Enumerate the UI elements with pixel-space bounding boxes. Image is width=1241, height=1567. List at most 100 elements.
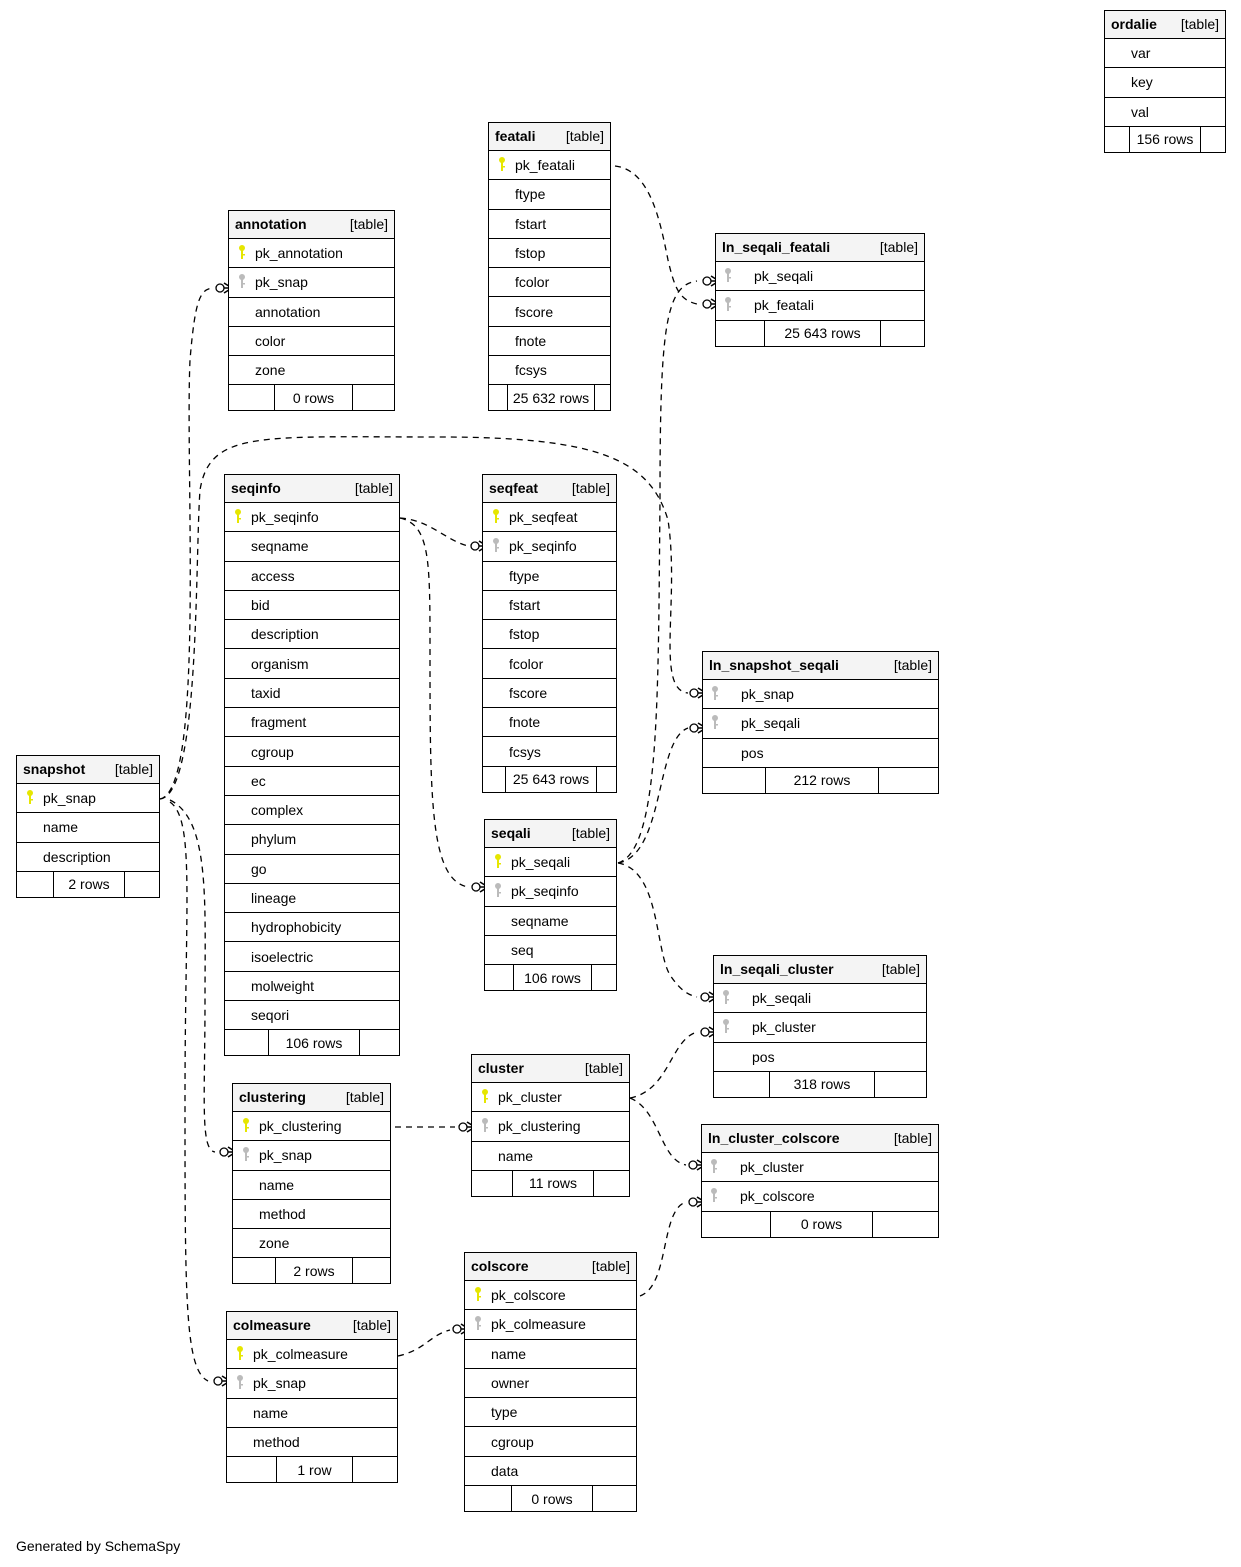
column-row[interactable]: name xyxy=(233,1171,390,1200)
column-row[interactable]: hydrophobicity xyxy=(225,913,399,943)
column-row[interactable]: fscore xyxy=(489,297,610,327)
column-row[interactable]: pk_featali xyxy=(489,151,610,181)
table-footer: 25 632 rows xyxy=(489,385,610,411)
column-row[interactable]: val xyxy=(1105,98,1225,127)
column-name: go xyxy=(251,860,267,877)
column-row[interactable]: pos xyxy=(703,739,938,768)
column-row[interactable]: seqname xyxy=(225,532,399,562)
column-row[interactable]: pk_seqinfo xyxy=(483,532,616,562)
column-row[interactable]: seqori xyxy=(225,1001,399,1031)
column-row[interactable]: organism xyxy=(225,649,399,679)
column-row[interactable]: pk_seqali xyxy=(714,984,926,1014)
column-row[interactable]: fnote xyxy=(489,327,610,357)
column-row[interactable]: fstop xyxy=(483,620,616,650)
column-row[interactable]: complex xyxy=(225,796,399,826)
column-row[interactable]: name xyxy=(472,1142,629,1171)
column-row[interactable]: pk_colscore xyxy=(465,1281,636,1311)
column-row[interactable]: key xyxy=(1105,68,1225,98)
column-row[interactable]: data xyxy=(465,1457,636,1487)
column-row[interactable]: pk_snap xyxy=(227,1369,397,1399)
column-row[interactable]: phylum xyxy=(225,825,399,855)
foreign-key-icon xyxy=(722,989,730,1008)
column-row[interactable]: fragment xyxy=(225,708,399,738)
column-row[interactable]: pk_cluster xyxy=(472,1083,629,1113)
column-row[interactable]: fscore xyxy=(483,679,616,709)
column-row[interactable]: pk_snap xyxy=(17,784,159,814)
column-row[interactable]: go xyxy=(225,855,399,884)
column-row[interactable]: fcolor xyxy=(489,268,610,298)
column-row[interactable]: ftype xyxy=(483,562,616,591)
column-row[interactable]: zone xyxy=(233,1229,390,1259)
column-row[interactable]: color xyxy=(229,327,394,357)
column-row[interactable]: fstart xyxy=(483,591,616,621)
column-row[interactable]: pk_colscore xyxy=(702,1182,938,1212)
column-row[interactable]: seq xyxy=(485,936,616,966)
column-row[interactable]: taxid xyxy=(225,679,399,709)
column-row[interactable]: pk_snap xyxy=(703,680,938,710)
column-row[interactable]: pk_colmeasure xyxy=(227,1340,397,1370)
column-row[interactable]: cgroup xyxy=(225,737,399,767)
column-row[interactable]: pk_annotation xyxy=(229,239,394,269)
column-row[interactable]: name xyxy=(227,1399,397,1428)
column-row[interactable]: seqname xyxy=(485,907,616,936)
column-row[interactable]: lineage xyxy=(225,884,399,914)
column-row[interactable]: ftype xyxy=(489,180,610,210)
table-type-label: [table] xyxy=(893,1129,932,1146)
column-row[interactable]: pk_cluster xyxy=(714,1013,926,1043)
column-row[interactable]: isoelectric xyxy=(225,942,399,972)
column-row[interactable]: pk_seqinfo xyxy=(225,503,399,533)
column-row[interactable]: type xyxy=(465,1398,636,1428)
column-row[interactable]: method xyxy=(227,1428,397,1458)
column-row[interactable]: cgroup xyxy=(465,1427,636,1457)
column-row[interactable]: pk_clustering xyxy=(233,1112,390,1142)
column-row[interactable]: fnote xyxy=(483,708,616,738)
column-row[interactable]: ec xyxy=(225,767,399,796)
generated-by-label: Generated by SchemaSpy xyxy=(16,1538,181,1554)
column-row[interactable]: pk_seqali xyxy=(703,709,938,739)
column-row[interactable]: pk_featali xyxy=(716,291,924,321)
column-row[interactable]: description xyxy=(17,843,159,872)
footer-cell-right xyxy=(360,1030,399,1055)
column-row[interactable]: method xyxy=(233,1200,390,1230)
column-row[interactable]: owner xyxy=(465,1369,636,1399)
column-row[interactable]: fcsys xyxy=(489,356,610,386)
column-row[interactable]: pos xyxy=(714,1043,926,1072)
column-row[interactable]: bid xyxy=(225,591,399,621)
column-row[interactable]: pk_colmeasure xyxy=(465,1310,636,1340)
column-row[interactable]: access xyxy=(225,562,399,591)
column-row[interactable]: fstop xyxy=(489,239,610,269)
column-row[interactable]: pk_snap xyxy=(233,1141,390,1171)
column-row[interactable]: pk_clustering xyxy=(472,1112,629,1142)
column-row[interactable]: fcsys xyxy=(483,737,616,767)
column-row[interactable]: pk_snap xyxy=(229,268,394,298)
column-row[interactable]: pk_cluster xyxy=(702,1153,938,1183)
column-row[interactable]: name xyxy=(17,813,159,843)
column-row[interactable]: pk_seqali xyxy=(485,848,616,878)
column-row[interactable]: description xyxy=(225,620,399,650)
column-row[interactable]: name xyxy=(465,1340,636,1369)
column-row[interactable]: molweight xyxy=(225,972,399,1002)
column-row[interactable]: var xyxy=(1105,39,1225,69)
column-row[interactable]: fstart xyxy=(489,210,610,239)
column-row[interactable]: annotation xyxy=(229,298,394,327)
column-row[interactable]: pk_seqfeat xyxy=(483,503,616,533)
column-row[interactable]: fcolor xyxy=(483,649,616,679)
column-row[interactable]: zone xyxy=(229,356,394,386)
column-row[interactable]: pk_seqinfo xyxy=(485,877,616,907)
column-row[interactable]: pk_seqali xyxy=(716,262,924,292)
